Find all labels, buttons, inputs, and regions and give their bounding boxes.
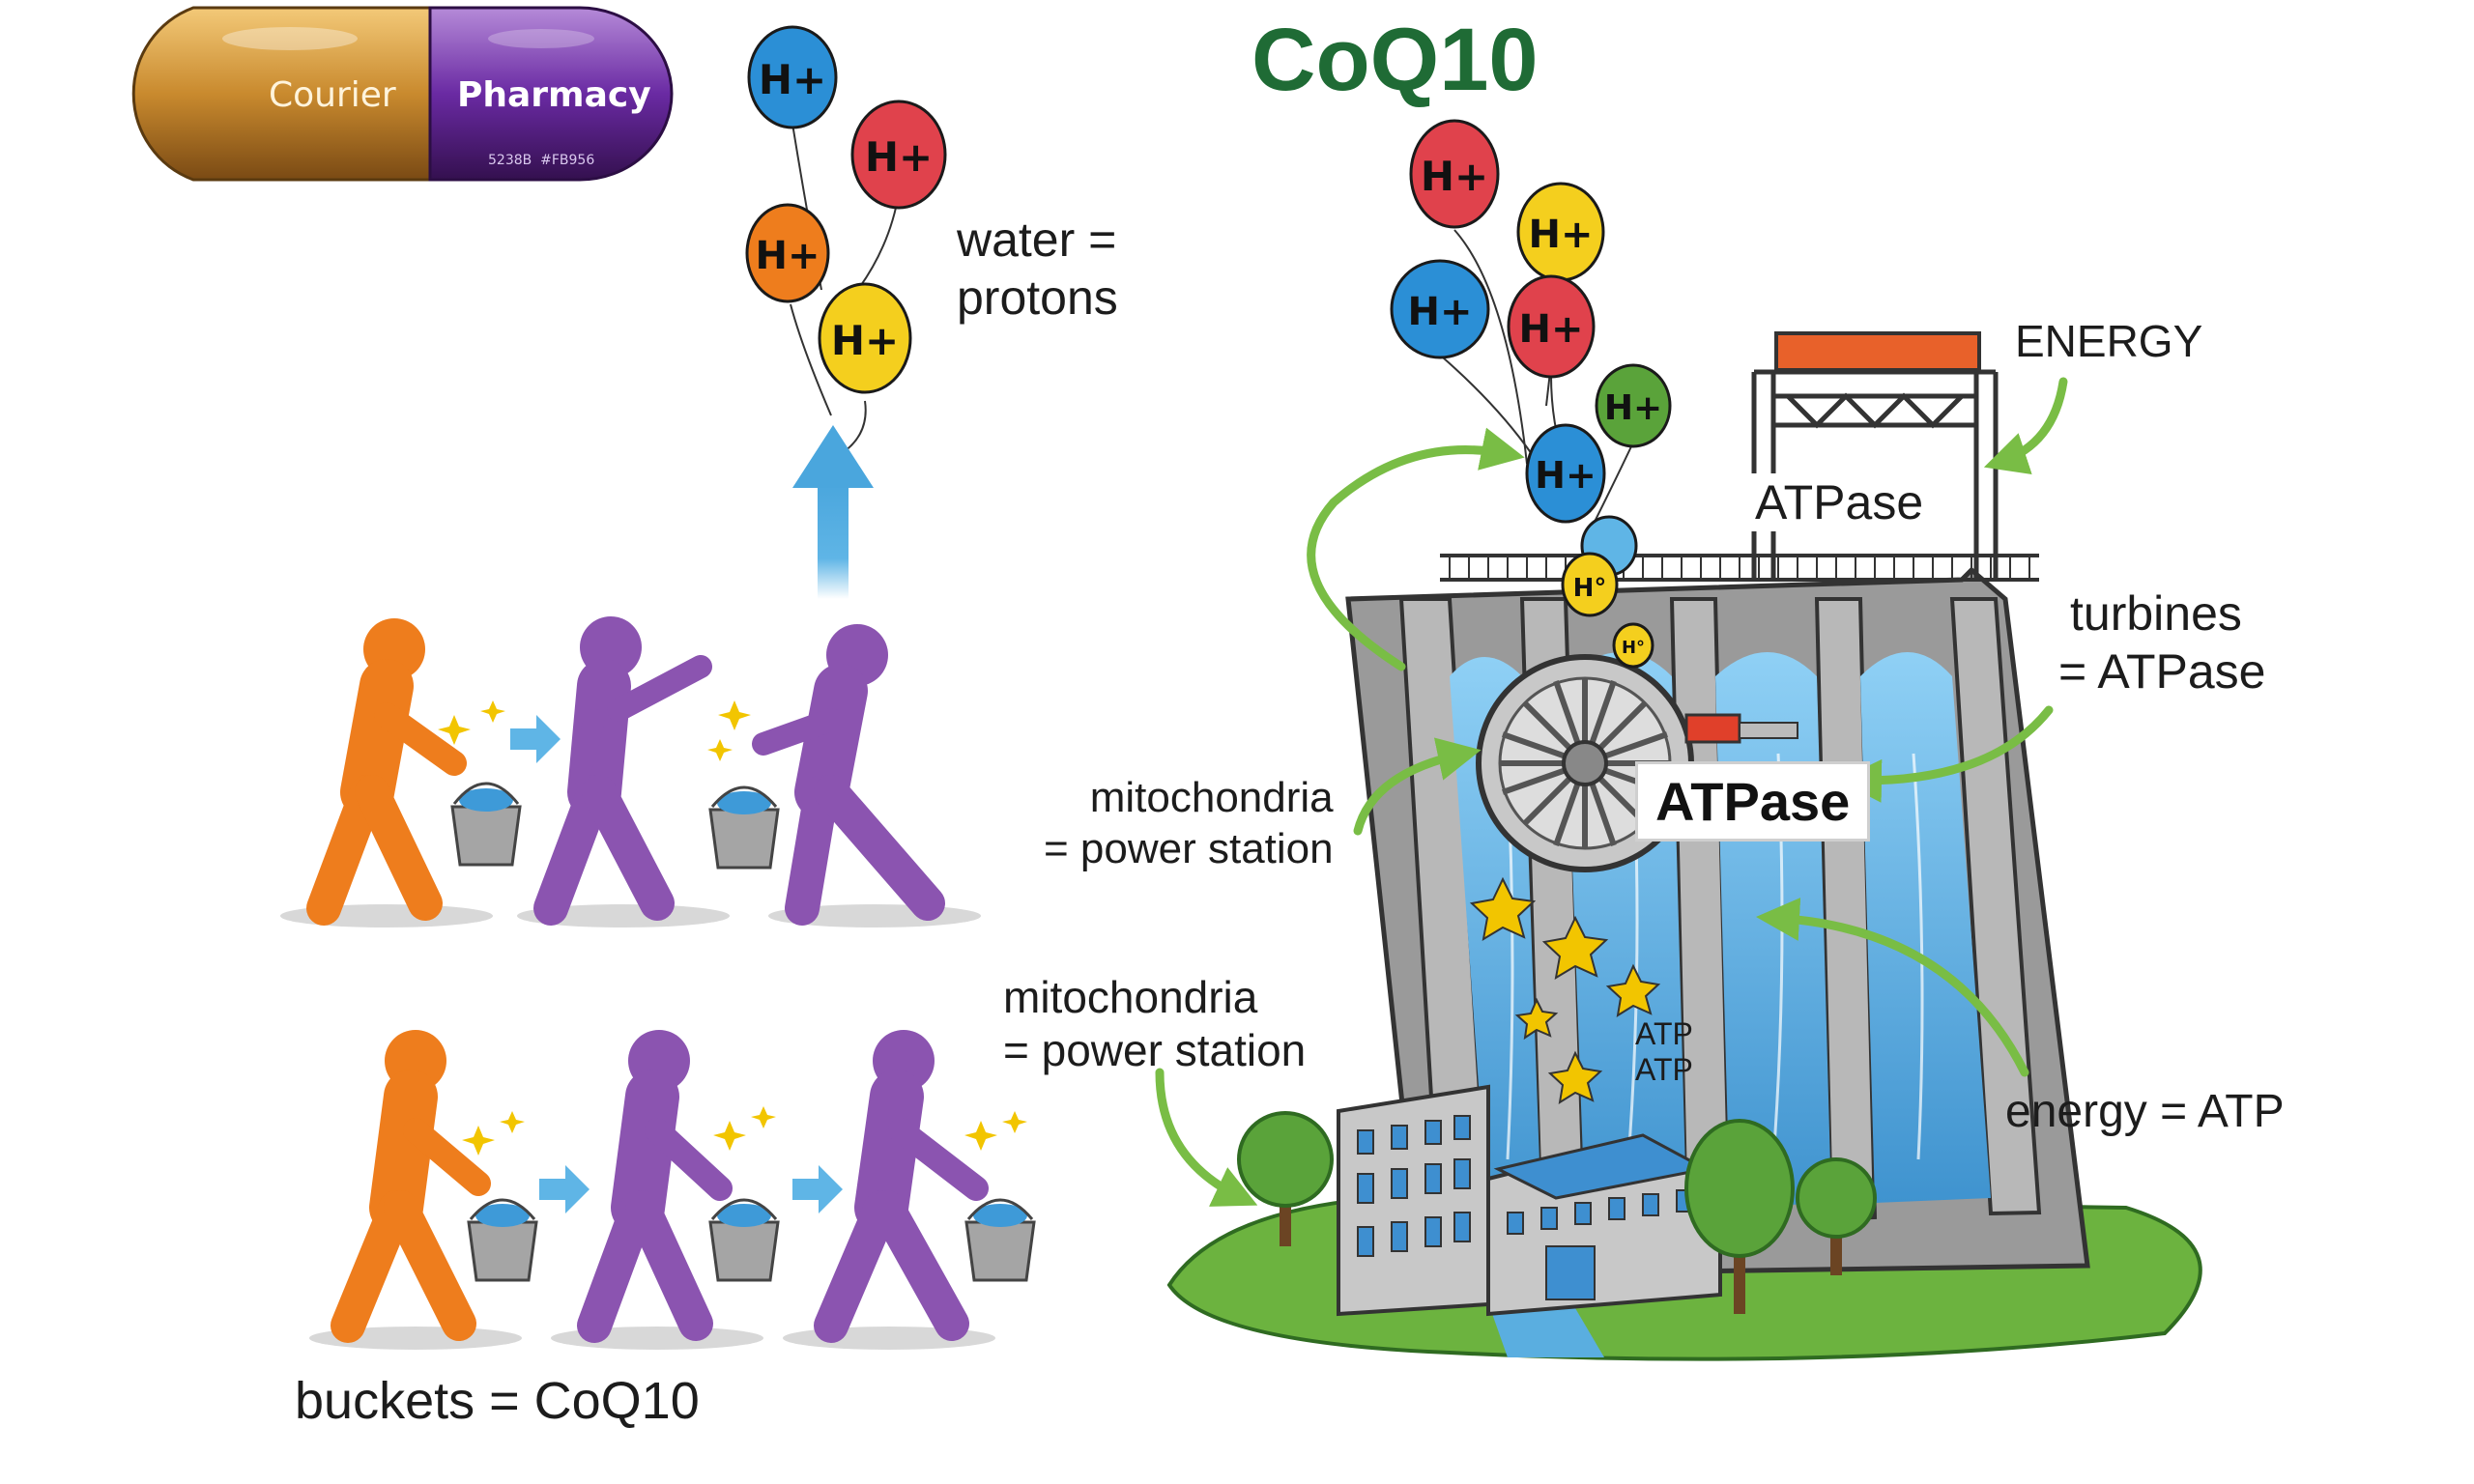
balloon-label: H°	[1622, 638, 1645, 658]
balloon-icon: H+	[745, 203, 830, 303]
logo-left-text: Courier	[269, 75, 396, 115]
tree-icon	[1237, 1111, 1334, 1246]
balloon-label: H+	[1519, 307, 1584, 352]
balloon-label: H+	[1529, 213, 1594, 257]
arrow-icon	[1756, 898, 2029, 1077]
green-arrows	[1155, 377, 2068, 1207]
arrow-icon	[792, 1165, 843, 1213]
page-title: CoQ10	[1251, 11, 1539, 109]
arrow-icon	[510, 715, 561, 763]
mitochondria-label-2: mitochondria = power station	[1003, 971, 1306, 1077]
bucket-icon	[708, 1198, 780, 1282]
arrow-icon	[1838, 705, 2054, 803]
balloon-icon: H+	[747, 25, 838, 129]
person-icon	[577, 1030, 733, 1343]
people-row-2	[309, 1030, 1036, 1350]
label-line: turbines	[2070, 586, 2242, 641]
tree-icon	[1796, 1157, 1877, 1275]
label-line: protons	[957, 271, 1118, 325]
balloon-cluster-left: H+ H+ H+ H+	[745, 25, 947, 455]
person-icon	[533, 616, 712, 926]
balloon-icon: H+	[1595, 363, 1672, 448]
turbines-label: turbines = ATPase	[2058, 585, 2265, 700]
label-line: mitochondria	[1003, 972, 1258, 1022]
person-icon	[814, 1030, 989, 1343]
balloon-label: H+	[756, 234, 820, 278]
spark-icon	[462, 1106, 1027, 1156]
balloon-icon: H+	[850, 100, 947, 210]
atpase-box-label: ATPase	[1635, 761, 1871, 842]
balloon-label: H+	[1535, 454, 1597, 497]
bucket-icon	[964, 1198, 1036, 1282]
balloon-icon: H°	[1612, 622, 1654, 669]
tree-icon	[1684, 1119, 1795, 1314]
bucket-icon	[450, 782, 522, 867]
people-row-1	[280, 616, 981, 928]
balloon-icon: H+	[1390, 259, 1490, 359]
balloon-icon: H°	[1561, 552, 1619, 617]
arrow-icon	[1983, 377, 2068, 474]
balloon-label: H+	[831, 317, 899, 364]
spark-icon	[438, 700, 751, 761]
label-line: = power station	[1003, 1025, 1307, 1076]
balloon-label: H+	[1408, 290, 1473, 334]
logo-small-text: 5238B #FB956	[488, 153, 595, 168]
balloon-label: H+	[1604, 388, 1662, 428]
building-icon	[1337, 1084, 1490, 1317]
balloon-label: H°	[1573, 574, 1607, 603]
arrow-icon	[1353, 737, 1482, 836]
balloon-label: H+	[1421, 153, 1488, 200]
arrow-icon	[539, 1165, 590, 1213]
logo-right-text: Pharmacy	[457, 75, 651, 115]
atpase-top-label: ATPase	[1749, 473, 1930, 531]
atp-mark: ATP	[1635, 1016, 1693, 1051]
arrow-icon	[1155, 1068, 1258, 1207]
balloon-icon: H+	[818, 282, 912, 394]
energy-label: ENERGY	[2015, 316, 2203, 366]
capsule-logo	[131, 6, 674, 182]
balloon-cluster-right: H+ H+ H+ H+ H+ H+ H° H	[1390, 119, 1672, 669]
energy-atp-label: energy = ATP	[2005, 1086, 2285, 1137]
label-line: = ATPase	[2058, 644, 2266, 699]
balloon-icon: H+	[1507, 274, 1596, 379]
person-icon	[306, 618, 467, 926]
water-protons-label: water = protons	[957, 211, 1118, 327]
dam-structure	[1345, 331, 2090, 1278]
atp-marks: ATP ATP	[1635, 1016, 1693, 1088]
label-line: water =	[957, 213, 1117, 267]
balloon-icon: H+	[1516, 182, 1605, 282]
arrow-icon	[1307, 427, 1525, 671]
building-icon	[1486, 1133, 1722, 1317]
person-icon	[331, 1030, 491, 1343]
buckets-label: buckets = CoQ10	[295, 1372, 700, 1430]
mitochondria-label-1: mitochondria = power station	[1044, 773, 1334, 875]
balloon-label: H+	[865, 133, 933, 181]
atp-mark: ATP	[1635, 1051, 1693, 1087]
label-line: = power station	[1044, 824, 1334, 872]
balloon-icon: H+	[1525, 423, 1606, 524]
person-icon	[752, 624, 945, 926]
up-arrow-icon	[792, 425, 874, 599]
spark-icon	[1469, 876, 1661, 1105]
label-line: mitochondria	[1089, 774, 1334, 821]
bucket-icon	[708, 785, 780, 870]
balloon-icon: H+	[1409, 119, 1500, 229]
bucket-icon	[467, 1198, 538, 1282]
balloon-label: H+	[759, 56, 826, 103]
